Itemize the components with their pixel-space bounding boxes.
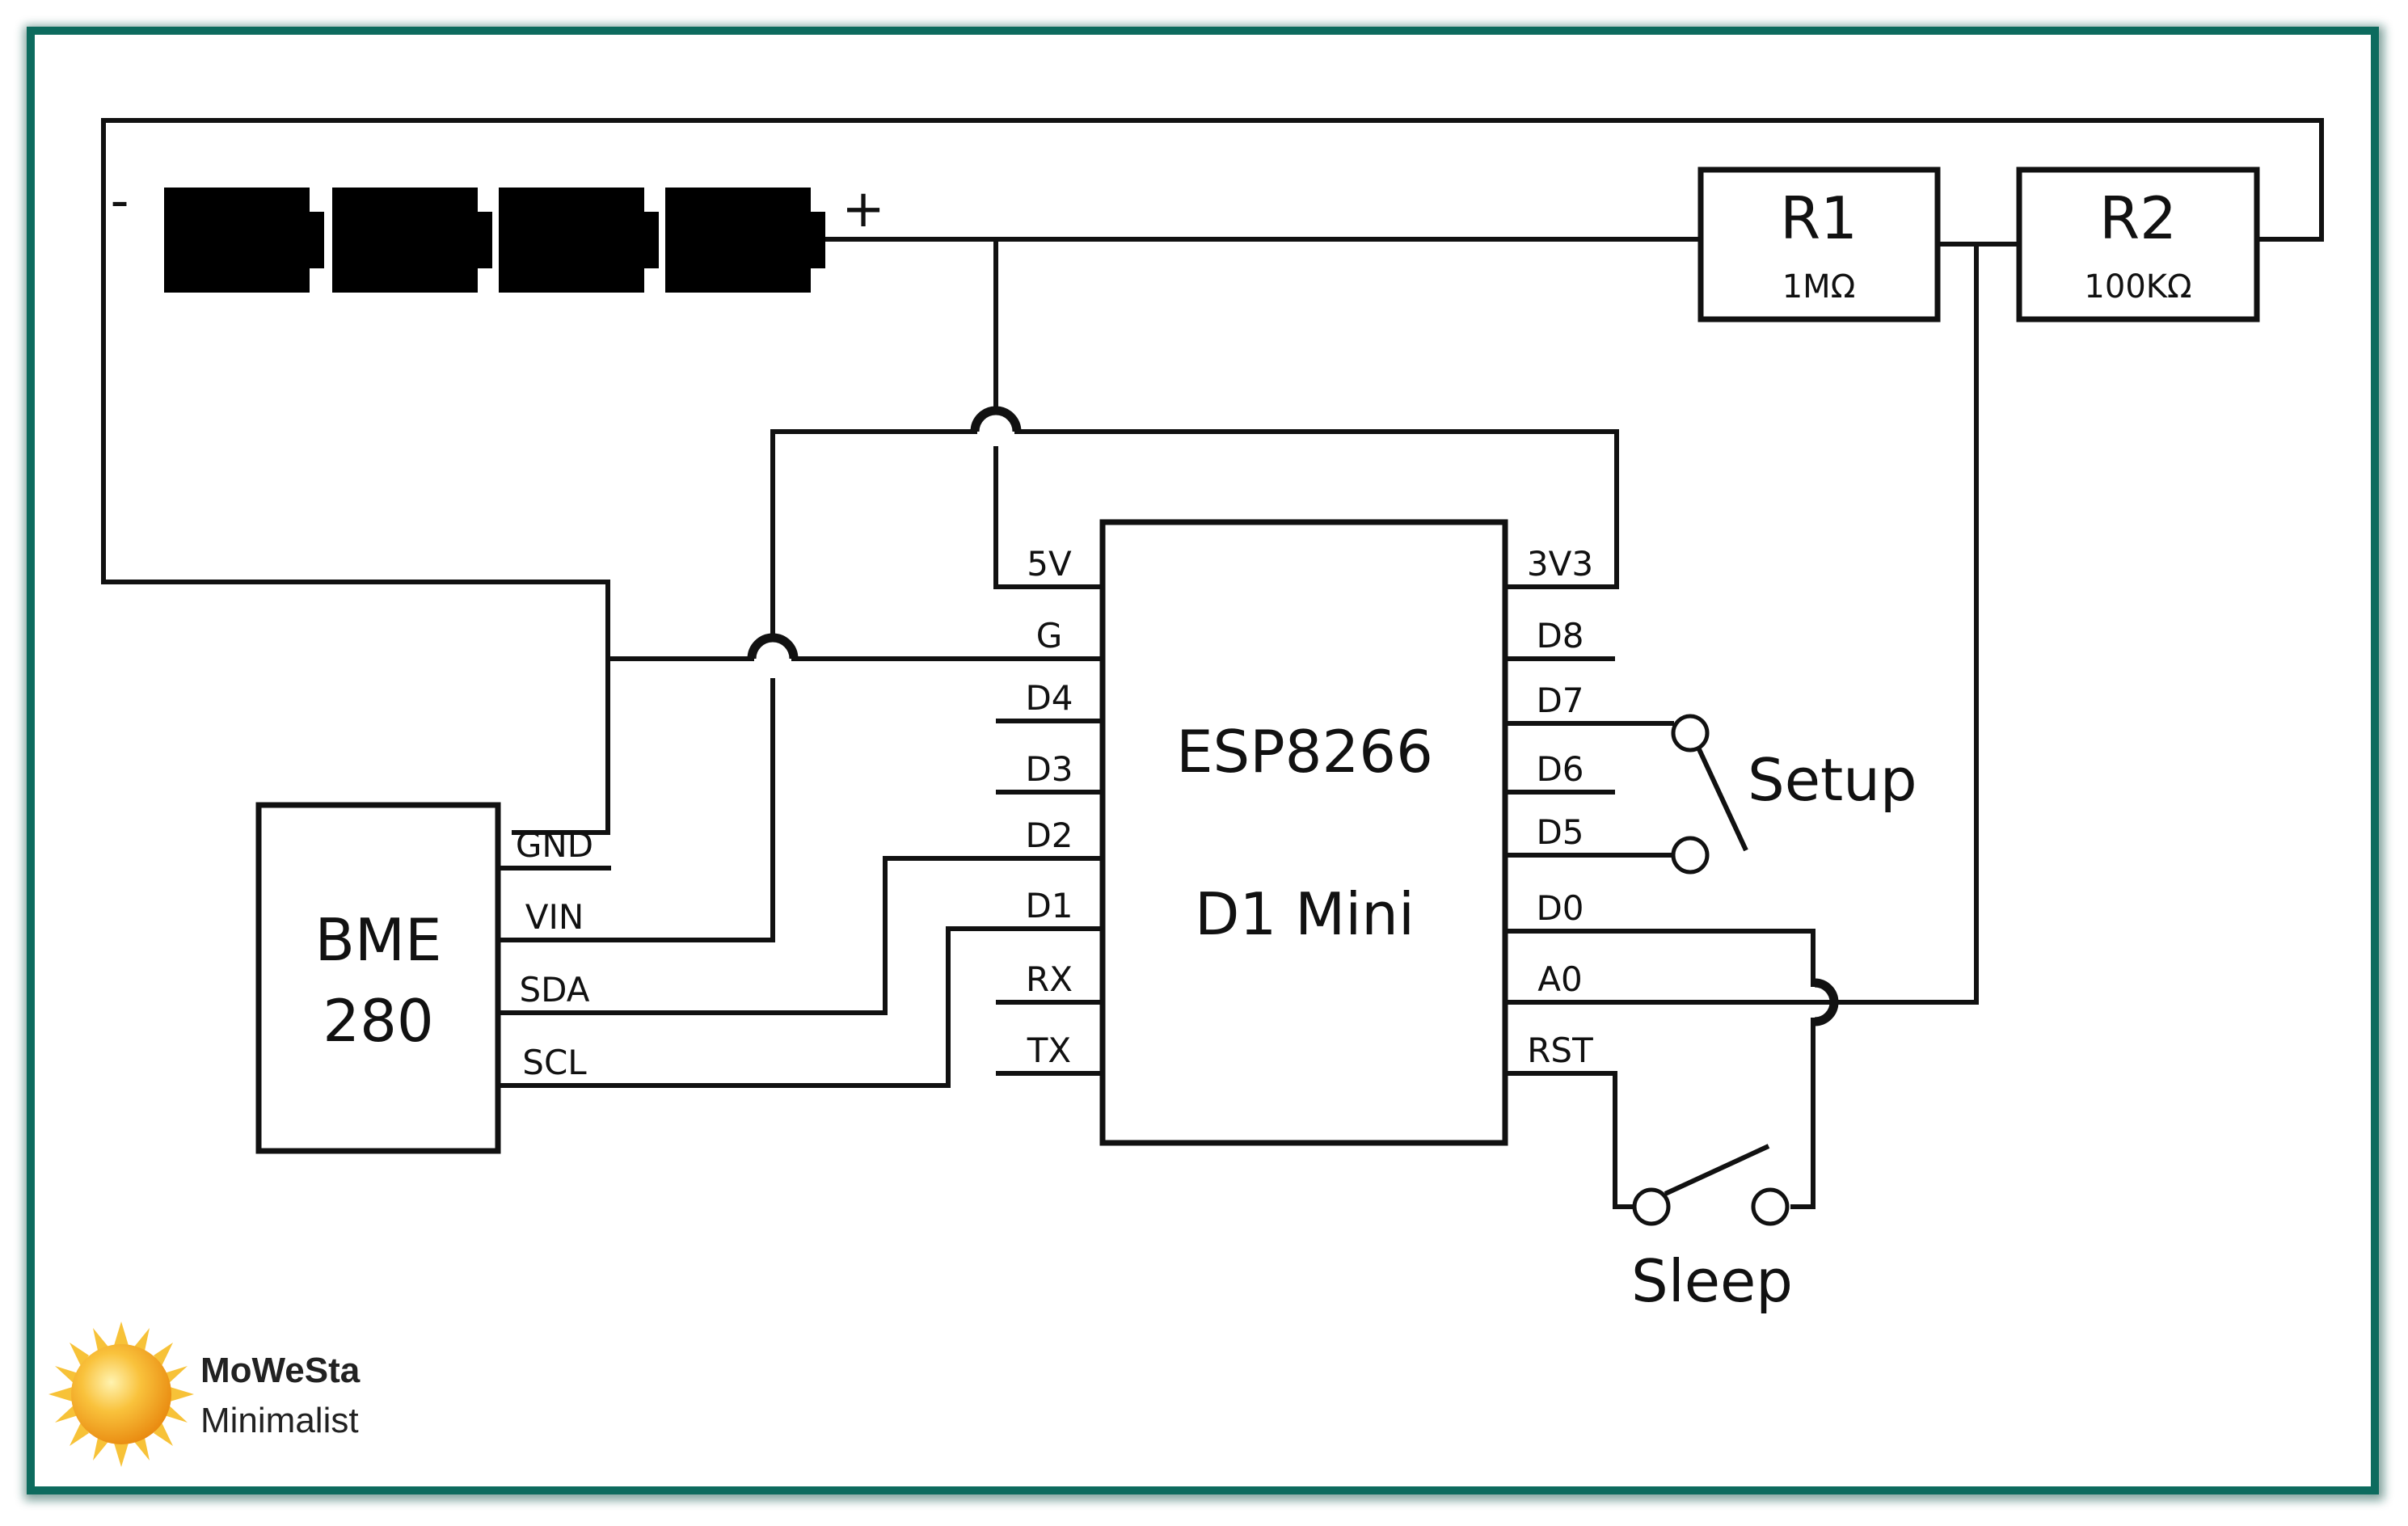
- battery-cell: [164, 188, 310, 293]
- wire-crossing-hop: [970, 406, 1022, 432]
- setup-switch: Setup: [1671, 714, 1917, 875]
- sleep-switch: Sleep: [1631, 1144, 1793, 1315]
- r1-name: R1: [1780, 184, 1858, 252]
- mcu-pin-label-a0: A0: [1537, 959, 1582, 999]
- resistor-r1: R1 1MΩ: [1697, 167, 1941, 322]
- wire-crossing-hop: [1814, 978, 1839, 1026]
- mcu-pin-label-d6: D6: [1536, 749, 1584, 789]
- mcu-pin-label-d4: D4: [1025, 678, 1073, 718]
- battery-plus-label: +: [841, 179, 885, 239]
- r2-name: R2: [2099, 184, 2177, 252]
- bme280-sensor: BME 280: [255, 802, 501, 1154]
- battery-minus-label: -: [110, 171, 129, 231]
- mcu-pin-label-d5: D5: [1536, 812, 1584, 852]
- logo-tagline: Minimalist: [200, 1401, 359, 1440]
- sleep-label: Sleep: [1631, 1247, 1793, 1315]
- sensor-pin-label-gnd: GND: [516, 825, 593, 865]
- mcu-pin-label-d7: D7: [1536, 681, 1584, 720]
- mcu-pin-label-d1: D1: [1025, 886, 1073, 925]
- mcu-pin-label-tx: TX: [1027, 1031, 1071, 1070]
- sensor-pins: GND VIN SDA SCL: [498, 825, 611, 1088]
- mcu-pin-label-rst: RST: [1527, 1031, 1593, 1070]
- resistor-r2: R2 100KΩ: [2016, 167, 2260, 322]
- logo-name: MoWeSta: [200, 1351, 361, 1390]
- mowesta-logo: MoWeSta Minimalist: [48, 1322, 361, 1467]
- battery-cell: [332, 188, 478, 293]
- sensor-pin-label-scl: SCL: [522, 1043, 587, 1082]
- sensor-name: BME: [314, 906, 441, 974]
- battery-pack: - +: [110, 171, 885, 293]
- mcu-pin-label-3v3: 3V3: [1527, 544, 1593, 584]
- sensor-pin-label-vin: VIN: [525, 897, 584, 937]
- battery-cell: [665, 188, 811, 293]
- setup-label: Setup: [1748, 746, 1917, 814]
- mcu-pin-label-d3: D3: [1025, 749, 1073, 789]
- mcu-pin-label-d2: D2: [1025, 816, 1073, 855]
- mcu-name: ESP8266: [1176, 718, 1433, 786]
- wire-crossing-hop: [747, 633, 799, 660]
- sun-icon: [48, 1322, 194, 1467]
- mcu-board: D1 Mini: [1195, 880, 1415, 948]
- mcu-pin-label-5v: 5V: [1027, 544, 1072, 584]
- sensor-model: 280: [323, 987, 433, 1055]
- mcu-pin-label-rx: RX: [1026, 959, 1073, 999]
- mcu-pin-label-g: G: [1036, 616, 1063, 656]
- esp8266-module: ESP8266 D1 Mini: [1099, 519, 1508, 1146]
- mcu-pin-label-d0: D0: [1536, 888, 1584, 928]
- battery-cell: [499, 188, 644, 293]
- mcu-pin-label-d8: D8: [1536, 616, 1584, 656]
- r1-value: 1MΩ: [1782, 268, 1856, 306]
- r2-value: 100KΩ: [2084, 268, 2191, 306]
- sensor-pin-label-sda: SDA: [520, 970, 590, 1010]
